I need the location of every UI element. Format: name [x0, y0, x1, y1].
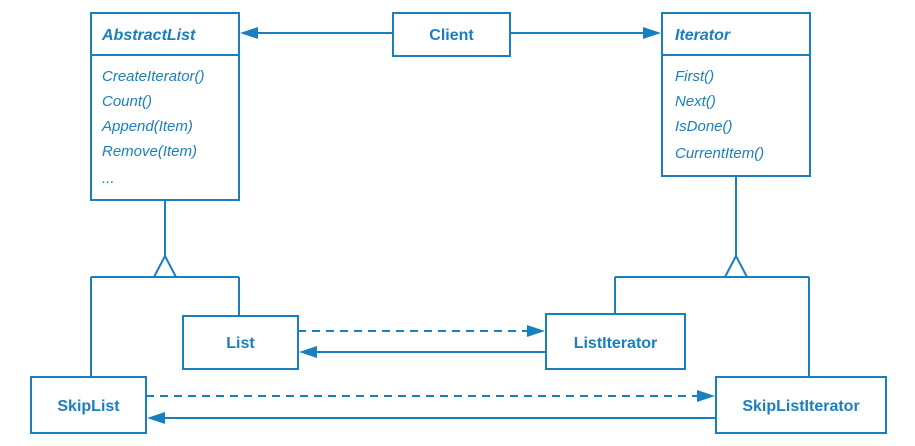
iterator-op-isdone: IsDone() — [675, 118, 733, 135]
skip-list-box — [30, 376, 147, 434]
abstract-list-op-remove: Remove(Item) — [102, 143, 197, 160]
arrowhead-icon — [697, 390, 715, 402]
client-to-abstract-list-arrow — [240, 27, 393, 39]
list-iterator-refs-list — [299, 346, 546, 358]
skip-list-class: SkipList — [30, 376, 147, 434]
inheritance-triangle-icon — [152, 253, 178, 278]
arrowhead-icon — [643, 27, 661, 39]
abstract-list-op-create-iterator: CreateIterator() — [102, 68, 205, 85]
list-class: List — [182, 315, 299, 370]
arrowhead-icon — [299, 346, 317, 358]
skip-list-iterator-name: SkipListIterator — [742, 398, 859, 415]
iterator-inheritance — [614, 176, 810, 377]
list-box — [182, 315, 299, 370]
abstract-list-box — [90, 12, 240, 201]
list-name: List — [226, 335, 255, 352]
client-box — [392, 12, 511, 57]
iterator-op-next: Next() — [675, 93, 716, 110]
arrowhead-icon — [147, 412, 165, 424]
list-iterator-name: ListIterator — [574, 335, 658, 352]
iterator-op-first: First() — [675, 68, 714, 85]
arrowhead-icon — [240, 27, 258, 39]
list-iterator-box — [545, 313, 686, 370]
arrowhead-icon — [527, 325, 545, 337]
abstract-list-inheritance — [90, 200, 240, 377]
skip-list-name: SkipList — [57, 398, 120, 415]
list-creates-list-iterator — [298, 325, 545, 337]
abstract-list-op-append: Append(Item) — [101, 118, 193, 135]
client-name: Client — [429, 27, 474, 44]
abstract-list-name: AbstractList — [101, 27, 196, 44]
abstract-list-op-count: Count() — [102, 93, 152, 110]
iterator-name: Iterator — [675, 27, 731, 44]
iterator-class: Iterator First() Next() IsDone() Current… — [661, 12, 811, 177]
inheritance-triangle-icon — [723, 253, 749, 278]
skip-list-iterator-class: SkipListIterator — [715, 376, 887, 434]
client-class: Client — [392, 12, 511, 57]
skip-list-iterator-box — [715, 376, 887, 434]
abstract-list-op-ellipsis: ... — [102, 170, 115, 187]
client-to-iterator-arrow — [510, 27, 661, 39]
iterator-op-currentitem: CurrentItem() — [675, 145, 764, 162]
skip-list-creates-skip-list-iterator — [146, 390, 715, 402]
skip-list-iterator-refs-skip-list — [147, 412, 716, 424]
abstract-list-class: AbstractList CreateIterator() Count() Ap… — [90, 12, 240, 201]
list-iterator-class: ListIterator — [545, 313, 686, 370]
